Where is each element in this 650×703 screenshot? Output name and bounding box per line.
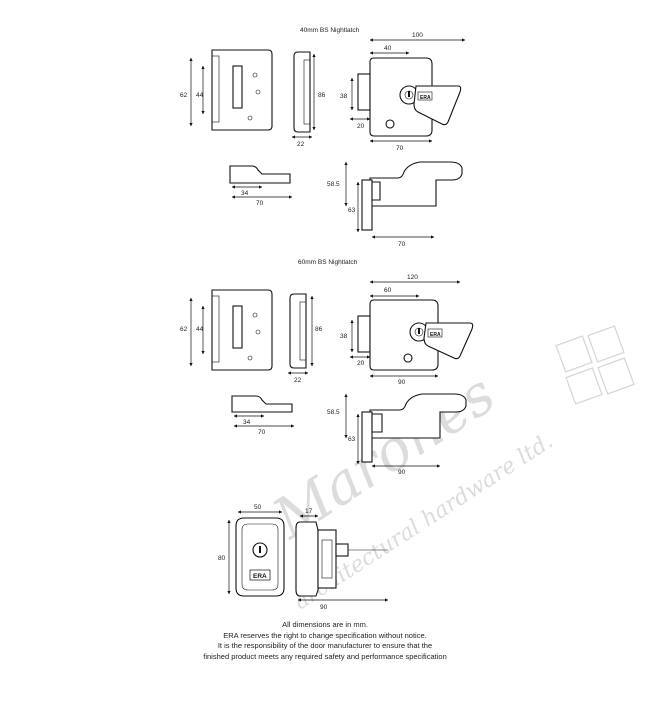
cylinder-pull-side-view: 17 90	[295, 508, 389, 611]
dim-cylinder-width: 50	[254, 504, 262, 511]
dim-cylinder-depth: 90	[320, 604, 328, 611]
dim-bolt-throw: 20	[357, 360, 365, 367]
dim-keep-inner: 44	[196, 326, 204, 333]
dim-bolt-throw: 20	[357, 123, 365, 130]
dim-side-inner: 63	[348, 207, 356, 214]
lock-front-view: ERA 120 60 38 20 90	[340, 274, 474, 386]
dim-staple-depth: 22	[297, 141, 305, 148]
footnote-line: It is the responsibility of the door man…	[217, 641, 433, 650]
dim-cylinder-projection: 17	[305, 508, 313, 515]
section-title: 60mm BS Nightlatch	[298, 259, 358, 266]
section-title: 40mm BS Nightlatch	[300, 27, 360, 34]
lock-side-view: 58.5 63 90	[327, 393, 467, 476]
dim-cylinder-height: 80	[218, 555, 226, 562]
dim-staple-height: 86	[318, 92, 326, 99]
lock-front-view: ERA 100 40 38 20 70	[340, 32, 466, 152]
cylinder-brand-mark: ERA	[253, 573, 267, 580]
dim-lock-height: 38	[340, 333, 348, 340]
dim-side-width: 70	[398, 241, 406, 248]
dim-side-inner: 63	[348, 436, 356, 443]
cylinder-pull-section: ERA 50 80 17 90	[218, 504, 389, 611]
footnote-line: ERA reserves the right to change specifi…	[223, 630, 427, 640]
dim-lock-width: 120	[407, 274, 418, 281]
dim-keep-height: 62	[180, 92, 188, 99]
dim-plan-keep-width: 70	[258, 429, 266, 436]
dim-body-width: 90	[398, 379, 406, 386]
dim-lock-width: 100	[412, 32, 423, 39]
watermark-logo-icon	[555, 325, 635, 405]
staple-side-view: 86 22	[287, 293, 323, 384]
dim-backset: 60	[384, 287, 392, 294]
section-40mm: 40mm BS Nightlatch 62 44 86 22	[180, 27, 466, 248]
keep-front-view: 62 44	[180, 49, 273, 131]
dim-side-height: 58.5	[327, 409, 340, 416]
keep-plan-view: 34 70	[231, 395, 295, 436]
dim-staple-depth: 22	[294, 377, 302, 384]
dim-keep-inner: 44	[196, 92, 204, 99]
cylinder-pull-front-view: ERA 50 80	[218, 504, 285, 597]
keep-front-view: 62 44	[180, 289, 273, 371]
brand-mark: ERA	[430, 332, 441, 338]
lock-side-view: 58.5 63 70	[327, 161, 463, 248]
dim-keep-height: 62	[180, 326, 188, 333]
dim-staple-height: 86	[315, 326, 323, 333]
footnote-line: finished product meets any required safe…	[203, 651, 447, 661]
dim-plan-keep-depth: 34	[243, 419, 251, 426]
dim-side-width: 90	[398, 469, 406, 476]
dim-plan-keep-width: 70	[256, 200, 264, 207]
footnotes: All dimensions are in mm. ERA reserves t…	[0, 620, 650, 662]
dim-backset: 40	[384, 45, 392, 52]
brand-mark: ERA	[420, 95, 431, 101]
dim-body-width: 70	[396, 145, 404, 152]
staple-side-view: 86 22	[291, 51, 326, 148]
footnote-line: All dimensions are in mm.	[282, 620, 368, 629]
keep-plan-view: 34 70	[229, 165, 293, 207]
dim-plan-keep-depth: 34	[241, 190, 249, 197]
section-60mm: 60mm BS Nightlatch 62 44 86 22	[180, 259, 474, 476]
dim-lock-height: 38	[340, 93, 348, 100]
dim-side-height: 58.5	[327, 181, 340, 188]
